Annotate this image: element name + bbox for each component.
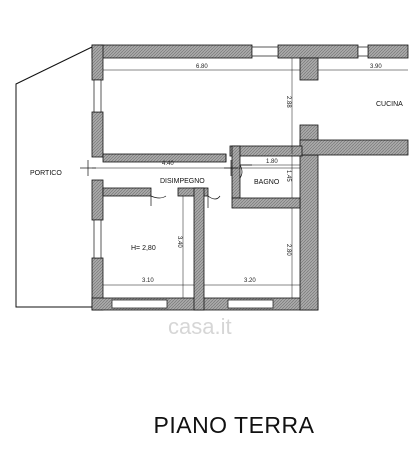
- dim-room-left-width: 3.10: [142, 278, 154, 284]
- dim-room-left-height: 3.40: [176, 236, 182, 248]
- dim-corridor-width: 4.40: [162, 161, 174, 167]
- room-label-portico: PORTICO: [30, 170, 62, 177]
- dim-bagno-width: 1.80: [266, 159, 278, 165]
- room-label-bagno: BAGNO: [254, 179, 280, 186]
- dim-living-height: 2.88: [285, 96, 291, 108]
- dimension-lines: [92, 58, 408, 298]
- watermark: casa.it: [168, 314, 232, 339]
- dim-bagno-height: 1.45: [285, 170, 291, 182]
- floor-title: PIANO TERRA: [153, 412, 315, 438]
- walls: [91, 44, 409, 311]
- dim-top-right: 3.90: [370, 64, 382, 70]
- dim-room-right-height: 2.80: [285, 244, 291, 256]
- room-label-cucina: CUCINA: [376, 101, 403, 108]
- dim-top-main: 6.80: [196, 64, 208, 70]
- dim-room-right-width: 3.20: [244, 278, 256, 284]
- ceiling-height-label: H= 2,80: [131, 245, 156, 252]
- portico-outline: [15, 46, 93, 308]
- room-label-disimpegno: DISIMPEGNO: [160, 178, 205, 185]
- windows: [93, 46, 369, 309]
- markers: [80, 160, 238, 176]
